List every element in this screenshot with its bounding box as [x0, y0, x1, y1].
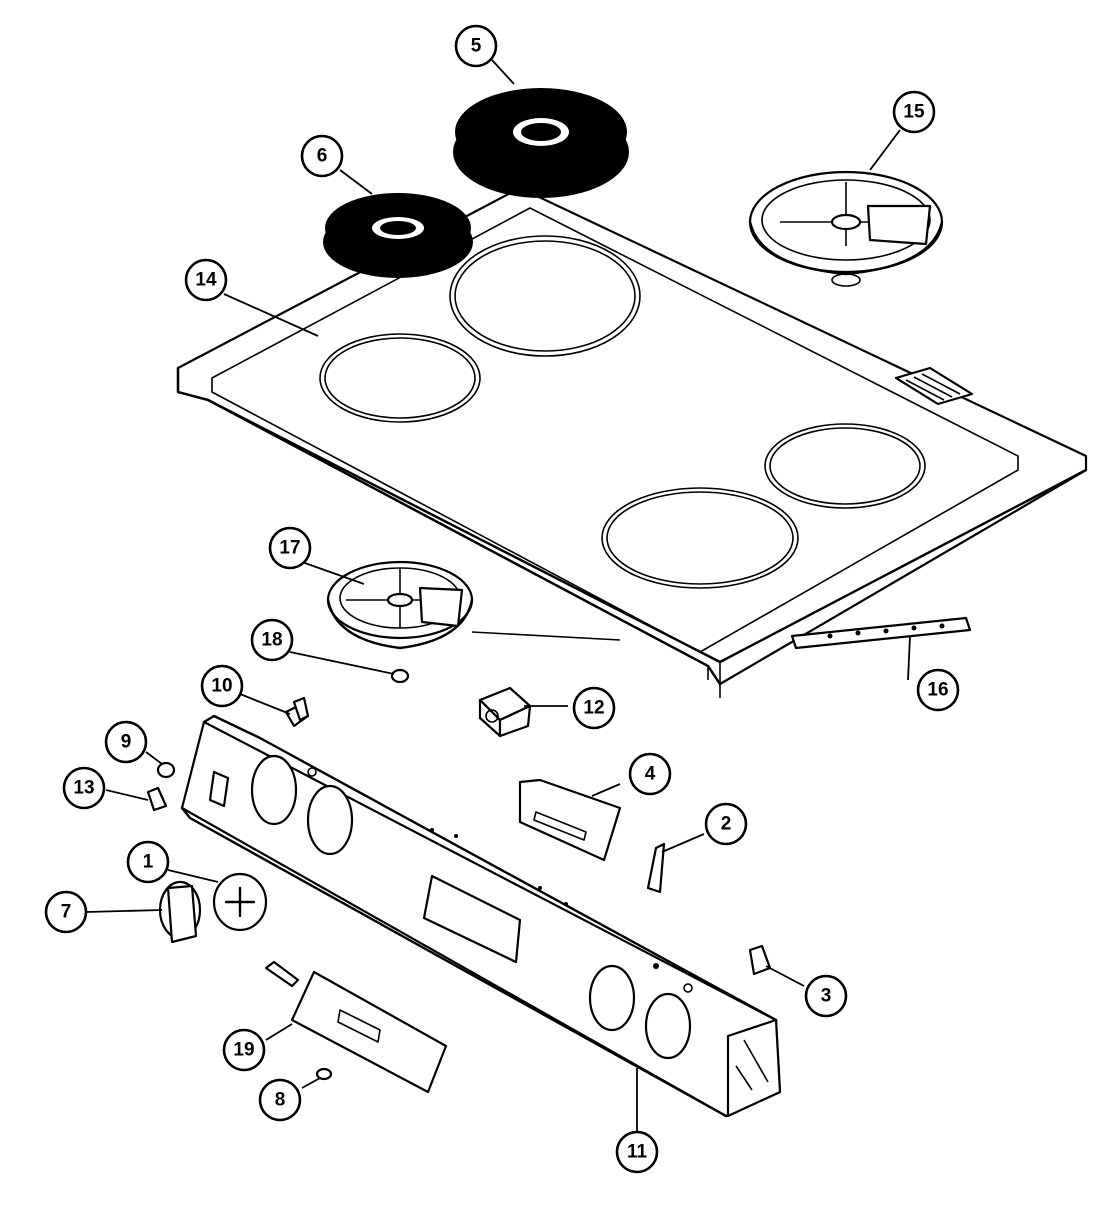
control-panel-backguard [180, 714, 782, 1118]
svg-text:13: 13 [73, 778, 94, 799]
spacer-9-part [156, 761, 176, 779]
clock-4-part [518, 778, 622, 862]
svg-text:1: 1 [143, 852, 154, 873]
callout-14: 14 [184, 258, 228, 302]
svg-text:10: 10 [211, 676, 232, 697]
callout-5: 5 [454, 24, 498, 68]
callout-19: 19 [222, 1028, 266, 1072]
svg-text:7: 7 [61, 902, 72, 923]
svg-text:15: 15 [903, 102, 925, 123]
clip-13-part [146, 786, 168, 812]
svg-text:6: 6 [317, 146, 328, 167]
callout-1: 1 [126, 840, 170, 884]
cooktop-glass-top [176, 186, 1088, 698]
switch-12-part [478, 686, 532, 738]
svg-text:5: 5 [471, 36, 482, 57]
svg-text:14: 14 [195, 270, 217, 291]
callout-15: 15 [892, 90, 936, 134]
svg-text:19: 19 [233, 1040, 254, 1061]
callout-11: 11 [615, 1130, 659, 1174]
svg-text:8: 8 [275, 1090, 286, 1111]
callout-7: 7 [44, 890, 88, 934]
svg-text:3: 3 [821, 986, 832, 1007]
bezel-1-part [212, 872, 268, 932]
drip-pan-upper [748, 170, 944, 287]
callout-13: 13 [62, 766, 106, 810]
callout-12: 12 [572, 686, 616, 730]
callout-9: 9 [104, 720, 148, 764]
spacer-8-part [315, 1067, 333, 1081]
surface-element-large [453, 88, 629, 198]
callout-18: 18 [250, 618, 294, 662]
svg-text:4: 4 [645, 764, 656, 785]
bracket-2-part [646, 842, 666, 894]
callout-4: 4 [628, 752, 672, 796]
support-bracket [790, 616, 972, 650]
callout-3: 3 [804, 974, 848, 1018]
callout-6: 6 [300, 134, 344, 178]
svg-text:11: 11 [627, 1142, 648, 1163]
svg-text:12: 12 [583, 698, 604, 719]
callout-17: 17 [268, 526, 312, 570]
clip-3-part [748, 944, 772, 976]
callout-8: 8 [258, 1078, 302, 1122]
callout-2: 2 [704, 802, 748, 846]
leader-lines [85, 59, 911, 1132]
drip-pan-lower [326, 560, 621, 650]
svg-text:16: 16 [927, 680, 948, 701]
callout-10: 10 [200, 664, 244, 708]
clip-10-part [284, 696, 310, 728]
board-19-part [264, 960, 448, 1094]
svg-text:18: 18 [261, 630, 282, 651]
surface-element-small [323, 193, 473, 278]
clip-18-part [390, 668, 410, 684]
callout-16: 16 [916, 668, 960, 712]
svg-text:9: 9 [121, 732, 132, 753]
svg-text:17: 17 [279, 538, 300, 559]
knob-7-part [158, 880, 202, 944]
svg-text:2: 2 [721, 814, 732, 835]
